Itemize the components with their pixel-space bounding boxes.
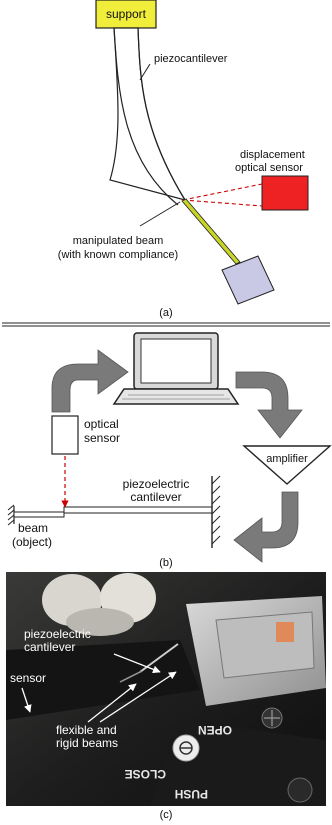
- wall-hatch-icon: [211, 475, 221, 548]
- caption-c: (c): [160, 809, 173, 821]
- photo-cantilever-label-line1: piezoelectric: [24, 627, 91, 641]
- sensor-label-line1: displacement: [240, 149, 305, 161]
- beam-label-line1: beam: [18, 521, 48, 535]
- caption-a: (a): [159, 307, 172, 319]
- beam-object: [13, 511, 65, 518]
- photo-beams-label-line2: rigid beams: [56, 736, 118, 750]
- sensor-label-line2: optical sensor: [235, 162, 303, 174]
- beam-label-line2: (object): [12, 535, 52, 549]
- amplifier-label: amplifier: [266, 453, 308, 465]
- optical-sensor-box: [51, 415, 79, 455]
- photo-cantilever-label-line2: cantilever: [24, 640, 75, 654]
- optical-sensor-box: [261, 175, 309, 211]
- piezoelectric-cantilever: [63, 506, 213, 514]
- wall-hatch-icon: [7, 504, 15, 526]
- screw-icon: [287, 777, 313, 803]
- laser-line-upper: [182, 183, 263, 201]
- photo-beams: [119, 670, 143, 683]
- manipulated-beam: [181, 198, 241, 265]
- photo-sensor-label: sensor: [10, 671, 46, 685]
- cantilever-label-line1: piezoelectric: [123, 477, 190, 491]
- close-stamp: CLOSE: [125, 767, 166, 781]
- curved-arrow-icon: [51, 349, 129, 413]
- optical-sensor-label-line2: sensor: [84, 431, 120, 445]
- beam-label-line2: (with known compliance): [58, 249, 178, 261]
- cantilever-label-line2: cantilever: [130, 490, 181, 504]
- support-label: support: [106, 7, 147, 21]
- laptop-icon: [112, 332, 240, 405]
- panel-b: optical sensor amplifier pi: [7, 332, 332, 569]
- cantilever-label: piezocantilever: [154, 53, 228, 65]
- support-box: [95, 0, 157, 29]
- open-stamp: OPEN: [198, 723, 232, 737]
- load-block: [221, 255, 275, 305]
- curved-arrow-icon: [233, 491, 299, 563]
- photo-beams-label-line1: flexible and: [56, 723, 117, 737]
- push-stamp: PUSH: [175, 787, 208, 801]
- curved-arrow-icon: [235, 371, 303, 439]
- panel-c-photo: OPEN CLOSE PUSH piezoelectric cantilever…: [6, 572, 326, 806]
- optical-sensor-label-line1: optical: [84, 417, 119, 431]
- laser-line-lower: [182, 199, 263, 207]
- beam-label-line1: manipulated beam: [73, 235, 164, 247]
- panel-a: support piezocantilever displacement opt…: [58, 0, 309, 319]
- caption-b: (b): [159, 557, 172, 569]
- amplifier-triangle-icon: [242, 445, 332, 485]
